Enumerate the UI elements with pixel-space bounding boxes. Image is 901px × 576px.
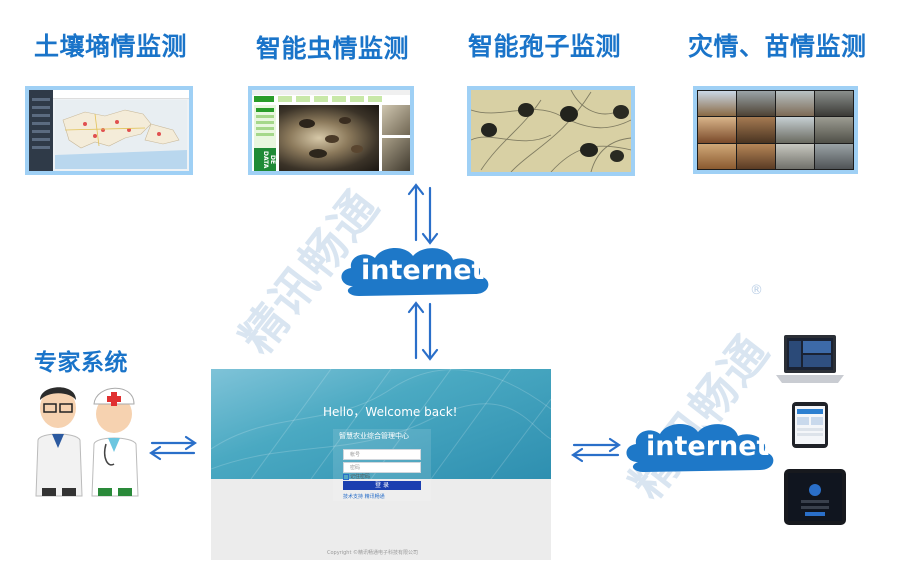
watermark-right: 精讯畅通 bbox=[619, 324, 780, 509]
login-button[interactable]: 登 录 bbox=[343, 481, 421, 490]
pest-tab-bar bbox=[252, 96, 410, 103]
login-platform-screenshot: Hello，Welcome back! 智慧农业综合管理中心 帐号 密码 记住密… bbox=[211, 369, 551, 560]
bidirectional-arrow-middle-icon bbox=[407, 301, 439, 361]
welcome-text: Hello，Welcome back! bbox=[323, 405, 458, 419]
center-title: 智慧农业综合管理中心 bbox=[339, 432, 409, 440]
pest-trap-image bbox=[279, 105, 379, 171]
username-input[interactable]: 帐号 bbox=[343, 449, 421, 460]
copyright-text: Copyright ©精讯畅通电子科技有限公司 bbox=[327, 550, 419, 556]
pest-side-menu bbox=[254, 105, 276, 151]
disaster-video-grid-screenshot bbox=[693, 86, 858, 174]
experts-illustration bbox=[35, 387, 139, 497]
internet-cloud-right-icon bbox=[626, 423, 774, 472]
dashboard-sidebar bbox=[29, 90, 53, 171]
pest-data-strip: DE DATA bbox=[254, 148, 276, 171]
login-banner bbox=[211, 369, 551, 479]
phone-device-icon bbox=[792, 402, 828, 448]
soil-map-screenshot bbox=[25, 86, 193, 175]
bidirectional-arrow-right-icon bbox=[571, 437, 621, 463]
spore-monitor-title: 智能孢子监测 bbox=[468, 32, 622, 61]
password-placeholder: 密码 bbox=[350, 465, 361, 471]
tablet-device-icon bbox=[784, 469, 846, 525]
login-card: 智慧农业综合管理中心 帐号 密码 记住密码 登 录 技术支持 精讯畅通 bbox=[333, 429, 431, 501]
map-graphic bbox=[55, 100, 187, 169]
remember-checkbox[interactable] bbox=[343, 474, 349, 480]
laptop-device-icon bbox=[776, 335, 844, 383]
internet-label-top: internet bbox=[361, 255, 485, 286]
pest-monitor-screenshot: DE DATA bbox=[248, 86, 414, 175]
support-link[interactable]: 技术支持 精讯畅通 bbox=[343, 494, 385, 500]
bidirectional-arrow-top-icon bbox=[407, 183, 439, 245]
expert-system-title: 专家系统 bbox=[34, 350, 128, 376]
video-grid bbox=[698, 91, 853, 169]
soil-monitor-title: 土壤墒情监测 bbox=[34, 32, 188, 61]
username-placeholder: 帐号 bbox=[350, 452, 361, 458]
remember-label: 记住密码 bbox=[350, 474, 371, 480]
bidirectional-arrow-left-icon bbox=[149, 435, 197, 461]
spore-microscope-screenshot bbox=[467, 86, 635, 176]
spore-image bbox=[471, 90, 631, 172]
password-input[interactable]: 密码 bbox=[343, 462, 421, 473]
registered-mark: ® bbox=[750, 283, 763, 298]
pest-monitor-title: 智能虫情监测 bbox=[256, 34, 410, 63]
internet-cloud-top-icon bbox=[341, 247, 489, 296]
internet-label-right: internet bbox=[646, 431, 770, 462]
disaster-seedling-title: 灾情、苗情监测 bbox=[688, 32, 867, 61]
